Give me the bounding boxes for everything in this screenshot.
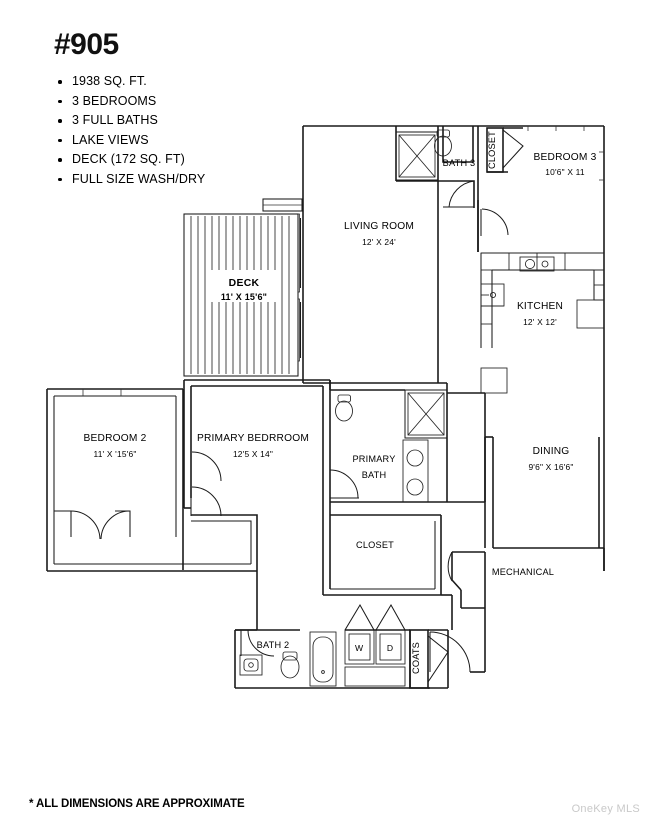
primary-bath-label-line2: BATH [362,470,387,480]
feature-item: 1938 SQ. FT. [54,72,354,92]
unit-number: #905 [54,28,119,61]
bedroom3-area: BEDROOM 3 10'6" X 11 CLOSET [477,126,604,252]
primary-bath-label-line1: PRIMARY [352,454,395,464]
bedroom2-area: BEDROOM 2 11' X '15'6" [46,388,184,572]
primary-bedroom-area: PRIMARY BEDRROOM 12'5 X 14" [176,379,331,572]
bedroom3-label: BEDROOM 3 [534,152,597,163]
bedroom3-dimension: 10'6" X 11 [545,167,585,177]
living-room-dimension: 12' X 24' [362,237,396,247]
feature-list: 1938 SQ. FT. 3 BEDROOMS 3 FULL BATHS LAK… [54,72,354,189]
dimensions-disclaimer: * ALL DIMENSIONS ARE APPROXIMATE [29,798,245,810]
dining-area: DINING 9'6" X 16'6" [484,436,605,571]
washer-label: W [355,643,364,653]
dining-dimension: 9'6" X 16'6" [528,462,573,472]
living-room-area: LIVING ROOM 12' X 24' [344,221,439,383]
bedroom3-closet-label: CLOSET [487,131,497,169]
primary-bedroom-label: PRIMARY BEDRROOM [197,433,309,444]
hallway-walls [235,380,486,689]
mechanical-area: MECHANICAL [429,551,554,673]
deck-label: DECK [229,278,260,289]
feature-item: 3 BEDROOMS [54,92,354,112]
kitchen-label: KITCHEN [517,301,563,312]
bath3-area: BATH 3 [395,126,476,252]
mls-watermark: OneKey MLS [571,803,640,815]
primary-bedroom-dimension: 12'5 X 14" [233,449,273,459]
upper-outer-walls [302,125,605,571]
bedroom2-label: BEDROOM 2 [84,433,147,444]
bath2-laundry-area: BATH 2 W D COATS [234,603,449,689]
kitchen-dimension: 12' X 12' [523,317,557,327]
dryer-label: D [387,643,393,653]
listing-header: #905 1938 SQ. FT. 3 BEDROOMS 3 FULL BATH… [54,28,354,189]
feature-item: 3 FULL BATHS [54,111,354,131]
deck-dimension: 11' X 15'6" [221,292,267,302]
mechanical-label: MECHANICAL [492,567,554,577]
primary-closet-label: CLOSET [356,540,394,550]
dining-label: DINING [533,446,570,457]
sliding-door-glass [296,213,302,362]
feature-item: DECK (172 SQ. FT) [54,150,354,170]
bath3-label: BATH 3 [443,158,476,168]
living-room-label: LIVING ROOM [344,221,414,232]
feature-item: LAKE VIEWS [54,131,354,151]
bath2-label: BATH 2 [257,640,290,650]
feature-item: FULL SIZE WASH/DRY [54,170,354,190]
deck-area: DECK 11' X 15'6" [183,198,303,377]
bedroom2-dimension: 11' X '15'6" [93,449,136,459]
kitchen-area: KITCHEN 12' X 12' [480,252,605,394]
coats-label: COATS [411,642,421,674]
primary-bath-area: PRIMARY BATH [329,389,448,503]
primary-closet-area: CLOSET [322,508,442,596]
